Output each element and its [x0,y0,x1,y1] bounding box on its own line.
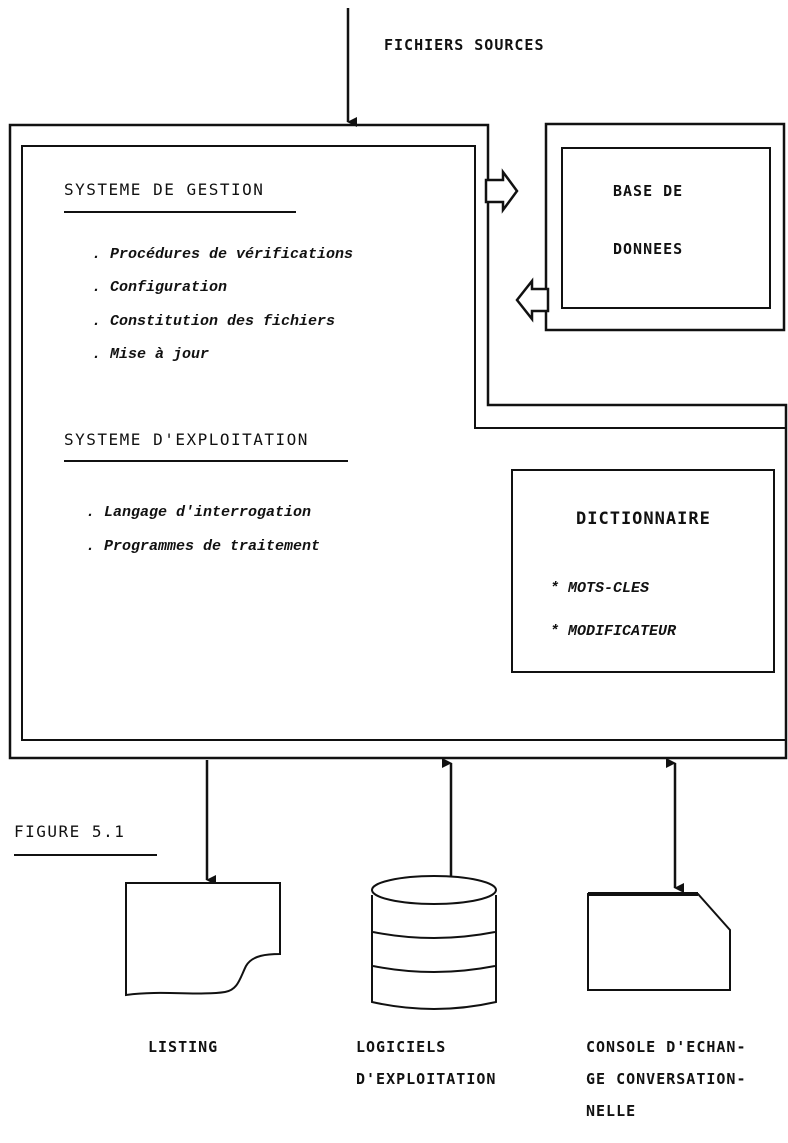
logiciels-storage-symbol [371,875,497,1010]
exploitation-item: . Programmes de traitement [86,538,321,555]
arrow-to-database [484,168,519,214]
outer-system-frame [8,123,788,760]
arrow-from-database [515,277,550,323]
dictionary-title: DICTIONNAIRE [576,509,711,529]
console-label-line2: GE CONVERSATION- [586,1070,747,1088]
database-label-line2: DONNEES [613,240,684,258]
dictionary-item: * MOTS-CLES [550,580,650,597]
gestion-item: . Procédures de vérifications [92,246,354,263]
dictionary-box [511,469,775,673]
listing-label: LISTING [148,1038,219,1056]
figure-label-underline [14,854,157,856]
inner-system-frame [21,145,787,741]
exploitation-item: . Langage d'interrogation [86,504,312,521]
logiciels-label-line2: D'EXPLOITATION [356,1070,497,1088]
gestion-item: . Configuration [92,279,228,296]
database-outer-box [544,122,786,332]
logiciels-label-line1: LOGICIELS [356,1038,447,1056]
database-inner-box [561,147,771,309]
dictionary-item: * MODIFICATEUR [550,623,677,640]
gestion-title: SYSTEME DE GESTION [64,180,265,199]
exploitation-title-underline [64,460,348,462]
console-label-line1: CONSOLE D'ECHAN- [586,1038,747,1056]
exploitation-title: SYSTEME D'EXPLOITATION [64,430,309,449]
console-symbol [587,893,731,991]
gestion-title-underline [64,211,296,213]
gestion-item: . Constitution des fichiers [92,313,336,330]
fichiers-sources-label: FICHIERS SOURCES [384,36,545,54]
console-label-line3: NELLE [586,1102,637,1120]
listing-document-symbol [125,882,281,997]
figure-label: FIGURE 5.1 [14,822,126,841]
database-label-line1: BASE DE [613,182,684,200]
gestion-item: . Mise à jour [92,346,210,363]
